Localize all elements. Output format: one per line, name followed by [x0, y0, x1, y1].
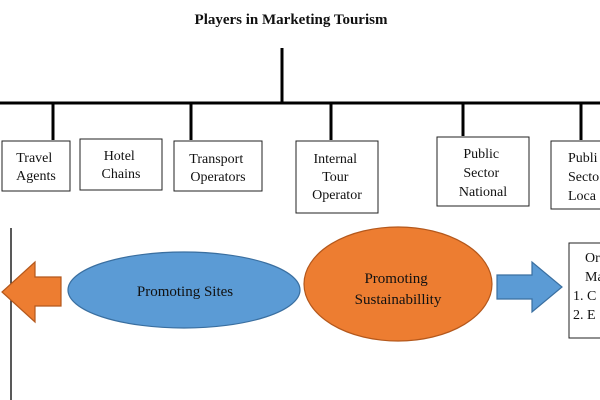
player-box-public-sector-local: Publi Secto Loca [550, 140, 600, 210]
svg-text:Internal Tour Oper: Internal Tour Operator [312, 152, 362, 203]
player-box-border [550, 140, 600, 210]
left-arrow [1, 260, 62, 324]
player-label-line: Transport [189, 152, 243, 167]
promoting-sites-node: Promoting Sites [67, 251, 301, 329]
player-box-border [295, 140, 379, 214]
player-label-line: Loca [568, 189, 597, 204]
player-label-line: Secto [568, 170, 599, 185]
player-label-line: Sector [463, 166, 499, 181]
player-box-border [79, 138, 163, 191]
player-box-border [436, 136, 530, 207]
player-label-line: Chains [102, 167, 141, 182]
svg-text:Transport Operators: Transport Operators [189, 152, 246, 185]
player-label-line: Operator [312, 188, 362, 203]
player-label-line: Internal [313, 152, 357, 167]
right-arrow [496, 260, 563, 314]
right-box: Or Ma 1. C 2. E [568, 242, 600, 339]
right-box-border [568, 242, 600, 339]
player-label-line: National [459, 185, 507, 200]
right-box-line: Ma [585, 270, 600, 285]
promoting-sustainability-node: Promoting Sustainabillity [303, 226, 493, 342]
player-box-hotel-chains: Hotel Chains [79, 138, 163, 191]
promoting-sustainability-label-line: Sustainabillity [355, 292, 442, 308]
player-box-internal-tour-operator: Internal Tour Operator [295, 140, 379, 214]
player-box-transport-operators: Transport Operators [173, 140, 263, 192]
svg-text:Hotel Chains: Hotel Chains [102, 149, 141, 182]
promoting-sustainability-label-line: Promoting [364, 271, 428, 287]
player-label-line: Operators [190, 170, 245, 185]
right-box-line: Or [585, 251, 600, 266]
svg-text:Promoting Sustainabillit: Promoting Sustainabillity [355, 271, 442, 308]
right-box-line: 2. E [573, 308, 596, 323]
player-label-line: Publi [568, 151, 598, 166]
connector-lines [0, 48, 600, 140]
svg-text:Public Sector Nati: Public Sector National [459, 147, 507, 200]
player-label-line: Agents [16, 169, 56, 184]
promoting-sustainability-ellipse [303, 226, 493, 342]
player-box-border [173, 140, 263, 192]
player-label-line: Hotel [104, 149, 135, 164]
player-label-line: Travel [16, 151, 52, 166]
right-box-line: 1. C [573, 289, 596, 304]
player-box-public-sector-national: Public Sector National [436, 136, 530, 207]
svg-text:Travel Agents: Travel Agents [16, 151, 56, 184]
svg-text:Publi Secto Loca: Publi Secto Loca [568, 151, 600, 204]
diagram-title: Players in Marketing Tourism [195, 12, 388, 28]
player-label-line: Tour [322, 170, 349, 185]
player-box-travel-agents: Travel Agents [1, 140, 71, 192]
svg-text:Or Ma 1. C: Or Ma 1. C 2. E [573, 251, 600, 323]
promoting-sites-label: Promoting Sites [137, 284, 233, 300]
promoting-sites-ellipse [67, 251, 301, 329]
player-box-border [1, 140, 71, 192]
player-label-line: Public [463, 147, 499, 162]
